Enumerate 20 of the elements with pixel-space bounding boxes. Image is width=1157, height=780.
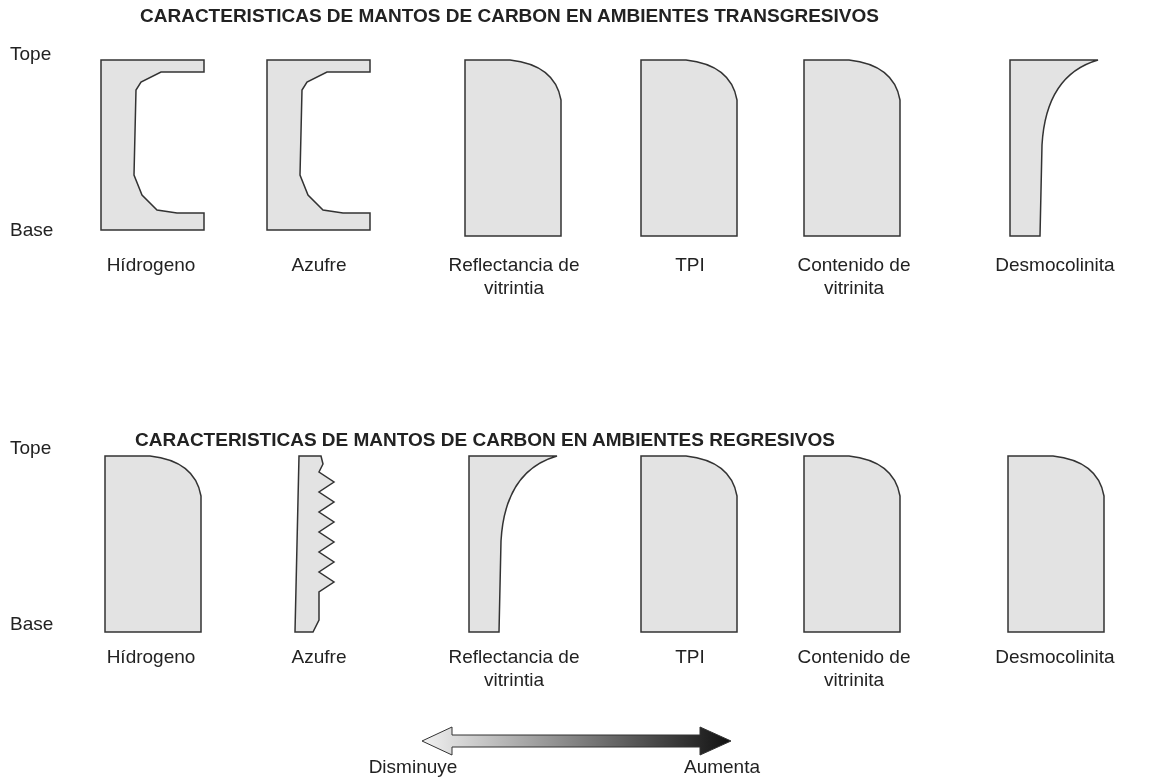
axis-label: Tope (10, 42, 53, 65)
profile-label: Contenido de vitrinita (796, 253, 912, 299)
axis-label: Base (10, 612, 55, 635)
axis-label: Tope (10, 436, 53, 459)
profile-label: TPI (674, 645, 706, 668)
profile-label: Hídrogeno (105, 645, 197, 668)
profile-label: Contenido de vitrinita (796, 645, 912, 691)
profile-label: Desmocolinita (994, 253, 1116, 276)
profile-label: Desmocolinita (994, 645, 1116, 668)
profile-label: Disminuye (367, 755, 459, 778)
profile-label: Reflectancia de vitrintia (447, 253, 581, 299)
profile-label: Reflectancia de vitrintia (447, 645, 581, 691)
section-heading: CARACTERISTICAS DE MANTOS DE CARBON EN AMBIENTES TRANSGRESIVOS (140, 4, 880, 27)
profile-label: Aumenta (682, 755, 761, 778)
profile-label: Azufre (290, 645, 348, 668)
profile-label: Azufre (290, 253, 348, 276)
axis-label: Base (10, 218, 55, 241)
profile-label: Hídrogeno (105, 253, 197, 276)
profile-label: TPI (674, 253, 706, 276)
section-heading: CARACTERISTICAS DE MANTOS DE CARBON EN AMBIENTES REGRESIVOS (135, 428, 836, 451)
